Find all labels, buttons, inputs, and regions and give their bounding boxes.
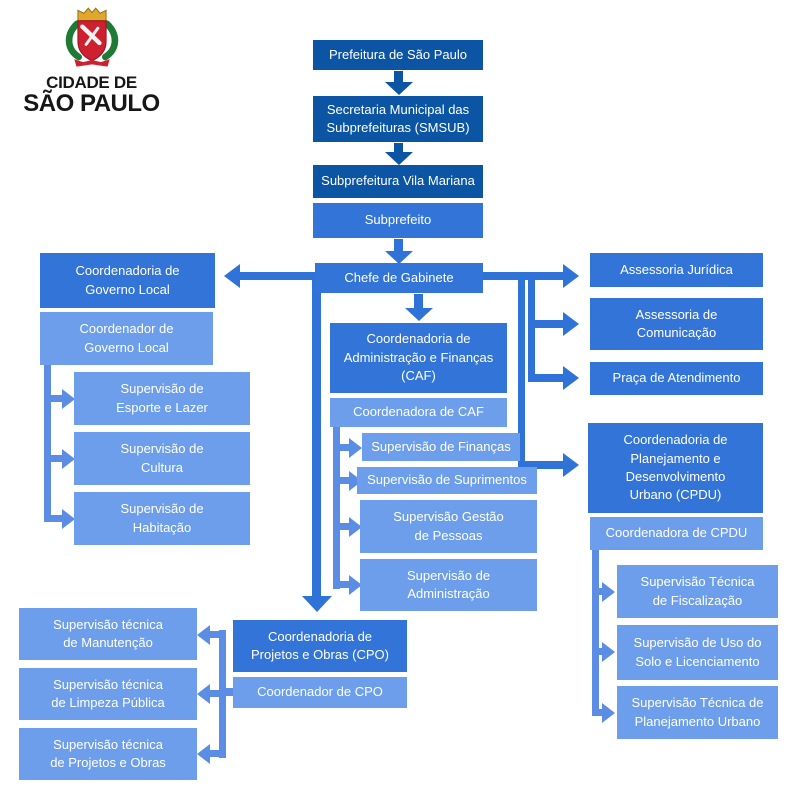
logo-caption-line1: CIDADE DE [46,73,137,92]
arrow-chefe-to-praca-atendimento [528,366,579,390]
arrow-prefeitura-to-smsub [384,71,413,95]
logo-caption-line2: SÃO PAULO [23,89,160,117]
org-box-assessoria-juridica: Assessoria Jurídica [590,253,763,287]
org-box-label: Supervisão Gestão de Pessoas [393,509,504,543]
org-box-label: Supervisão técnica de Projetos e Obras [50,736,166,770]
org-box-label: Coordenadoria de Projetos e Obras (CPO) [251,628,389,662]
org-box-label: Coordenador de CPO [257,684,383,700]
org-box-sup-financas: Supervisão de Finanças [362,433,520,461]
org-box-label: Supervisão Técnica de Planejamento Urban… [631,695,764,729]
org-box-sup-fiscalizacao: Supervisão Técnica de Fiscalização [617,565,778,618]
arrow-subprefeito-to-chefe [384,239,413,264]
org-box-sup-projetos-obras: Supervisão técnica de Projetos e Obras [19,728,197,780]
org-box-label: Coordenadora de CPDU [605,525,748,541]
arrow-chefe-to-cpo [301,278,332,612]
org-box-coordenador-governo-local: Coordenador de Governo Local [40,312,213,365]
arrow-to-sup-financas [333,437,362,458]
arrow-chefe-to-caf [404,294,433,321]
arrow-to-sup-esporte-lazer [44,388,75,409]
org-box-label: Supervisão de Finanças [371,438,511,454]
org-box-label: Supervisão de Esporte e Lazer [116,381,208,415]
org-box-sup-limpeza-publica: Supervisão técnica de Limpeza Pública [19,668,197,720]
org-box-label: Supervisão de Habitação [120,501,204,535]
arrow-to-sup-manutencao [197,624,226,645]
org-box-praca-atendimento: Praça de Atendimento [590,362,763,395]
org-box-label: Supervisão Técnica de Fiscalização [640,574,755,608]
org-box-subprefeito: Subprefeito [313,203,483,238]
org-box-coordenadoria-governo-local: Coordenadoria de Governo Local [40,253,215,308]
org-box-label: Subprefeito [364,212,432,228]
arrow-to-sup-fiscalizacao [592,581,615,602]
sao-paulo-coat-of-arms-icon [65,7,118,67]
org-box-label: Coordenadora de CAF [353,404,484,420]
org-box-coordenador-cpo: Coordenador de CPO [233,677,407,708]
arrow-chefe-to-governo-local [224,264,315,288]
org-box-prefeitura: Prefeitura de São Paulo [313,40,483,70]
connector-trunk-cpdu [518,272,525,469]
org-box-cpo: Coordenadoria de Projetos e Obras (CPO) [233,620,407,672]
org-box-label: Assessoria de Comunicação [635,306,718,340]
org-box-subprefeitura-vila-mariana: Subprefeitura Vila Mariana [313,165,483,198]
org-box-label: Secretaria Municipal das Subprefeituras … [326,101,470,135]
connector-trunk-cpdu-supervisoes [592,550,599,714]
org-box-sup-suprimentos: Supervisão de Suprimentos [357,467,537,494]
org-box-sup-uso-solo: Supervisão de Uso do Solo e Licenciament… [617,625,778,680]
connector-trunk-caf [333,427,340,589]
org-box-label: Coordenador de Governo Local [79,321,174,355]
connector-trunk-governo-local [44,365,51,522]
org-box-cpdu: Coordenadoria de Planejamento e Desenvol… [588,423,763,513]
arrow-chefe-to-assessoria-comunicacao [528,312,579,336]
arrow-to-sup-cultura [44,448,75,469]
org-box-assessoria-comunicacao: Assessoria de Comunicação [590,298,763,350]
org-box-label: Supervisão de Uso do Solo e Licenciament… [633,635,762,669]
org-box-label: Subprefeitura Vila Mariana [321,173,475,189]
org-box-sup-planejamento-urbano: Supervisão Técnica de Planejamento Urban… [617,686,778,739]
org-box-sup-gestao-pessoas: Supervisão Gestão de Pessoas [360,500,537,553]
arrow-to-sup-habitacao [44,508,75,529]
arrow-to-sup-planejamento-urbano [592,702,615,723]
org-box-label: Chefe de Gabinete [344,269,454,285]
org-box-label: Prefeitura de São Paulo [328,46,468,62]
org-box-label: Supervisão técnica de Manutenção [53,616,163,650]
arrow-to-sup-administracao [333,574,362,595]
org-box-sup-cultura: Supervisão de Cultura [74,432,250,485]
org-box-label: Coordenadoria de Administração e Finança… [343,331,494,384]
org-box-label: Assessoria Jurídica [620,261,733,277]
org-box-coordenadora-cpdu: Coordenadora de CPDU [590,517,763,550]
org-box-label: Coordenadoria de Governo Local [75,263,180,297]
arrow-to-sup-gestao-pessoas [333,516,362,537]
arrow-to-sup-limpeza-publica [197,683,226,704]
org-box-coordenadora-caf: Coordenadora de CAF [330,398,507,427]
org-box-label: Supervisão técnica de Limpeza Pública [51,676,165,710]
arrow-to-sup-uso-solo [592,641,615,662]
org-box-chefe-de-gabinete: Chefe de Gabinete [315,263,483,293]
org-box-sup-manutencao: Supervisão técnica de Manutenção [19,608,197,660]
org-box-label: Supervisão de Administração [406,567,491,601]
connector-stub-cpo [224,688,234,696]
org-box-caf: Coordenadoria de Administração e Finança… [330,323,507,393]
org-box-sup-habitacao: Supervisão de Habitação [74,492,250,545]
org-box-label: Praça de Atendimento [612,370,741,386]
org-box-label: Supervisão de Suprimentos [367,472,527,488]
org-box-sup-esporte-lazer: Supervisão de Esporte e Lazer [74,372,250,425]
arrow-smsub-to-subprefeitura [384,143,413,165]
sao-paulo-logo: CIDADE DE SÃO PAULO [14,6,169,116]
org-box-label: Supervisão de Cultura [120,441,204,475]
arrow-to-sup-projetos-obras [197,743,226,764]
org-box-sup-administracao: Supervisão de Administração [360,559,537,611]
org-box-smsub: Secretaria Municipal das Subprefeituras … [313,96,483,142]
arrow-chefe-to-cpdu [518,453,579,477]
arrow-to-sup-suprimentos [333,470,362,491]
org-box-label: Coordenadoria de Planejamento e Desenvol… [623,432,728,503]
